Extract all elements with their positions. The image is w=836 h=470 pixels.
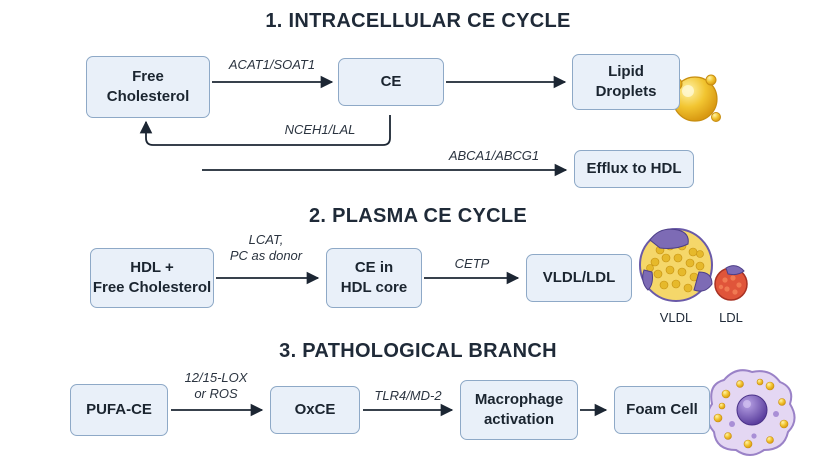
label-tlr4-md2: TLR4/MD-2 [374, 388, 442, 403]
section-title-intracellular: 1. INTRACELLULAR CE CYCLE [265, 10, 571, 32]
label-nceh1-lal: NCEH1/LAL [284, 122, 356, 137]
label-abca1-abcg1: ABCA1/ABCG1 [448, 148, 540, 163]
label-lcat: LCAT, PC as donor [229, 232, 303, 263]
label-cetp: CETP [454, 256, 490, 271]
node-macrophage-activation: Macrophage activation [460, 380, 578, 440]
ldl-particle-illustration [714, 265, 748, 301]
foam-cell-illustration [706, 369, 796, 456]
arrow-nceh [139, 115, 391, 146]
section-title-pathological: 3. PATHOLOGICAL BRANCH [279, 340, 557, 362]
label-acat1-soat1: ACAT1/SOAT1 [228, 57, 316, 72]
node-efflux-to-hdl: Efflux to HDL [574, 150, 694, 188]
node-oxce: OxCE [270, 386, 360, 434]
node-hdl-free-cholesterol: HDL + Free Cholesterol [90, 248, 214, 308]
vldl-particle-illustration [639, 228, 713, 302]
node-foam-cell: Foam Cell [614, 386, 710, 434]
node-lipid-droplets: Lipid Droplets [572, 54, 680, 110]
node-ce: CE [338, 58, 444, 106]
node-ce-in-hdl-core: CE in HDL core [326, 248, 422, 308]
node-vldl-ldl: VLDL/LDL [526, 254, 632, 302]
label-lox-ros: 12/15-LOX or ROS [184, 370, 248, 401]
caption-vldl: VLDL [659, 310, 693, 325]
node-pufa-ce: PUFA-CE [70, 384, 168, 436]
section-title-plasma: 2. PLASMA CE CYCLE [308, 205, 528, 227]
node-free-cholesterol: Free Cholesterol [86, 56, 210, 118]
caption-ldl: LDL [719, 310, 743, 325]
